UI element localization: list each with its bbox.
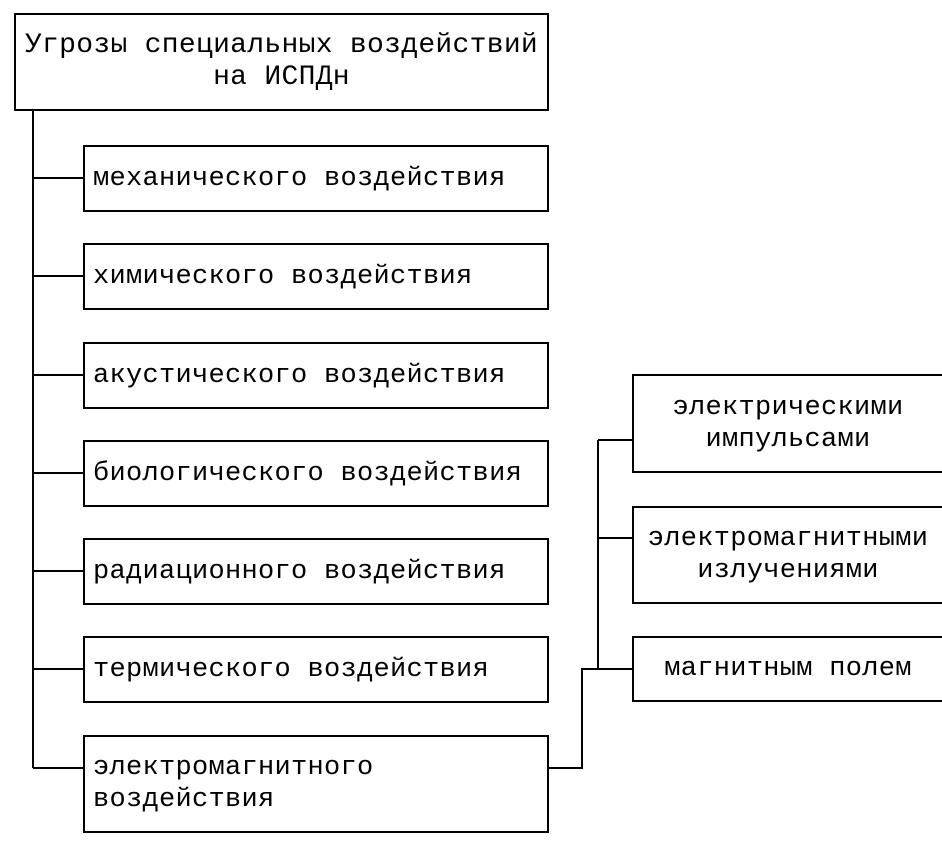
sub-box-magnetic-field: магнитным полем [632,636,942,702]
root-box: Угрозы специальных воздействий на ИСПДн [14,13,549,111]
child-box-electromagnetic: электромагнитного воздействия [83,735,549,833]
child-box-biological: биологического воздействия [83,440,549,507]
child-box-thermal: термического воздействия [83,636,549,703]
child-box-acoustic: акустического воздействия [83,342,549,409]
child-box-radiation: радиационного воздействия [83,538,549,605]
sub-box-electromagnetic-radiation: электромагнитными излучениями [632,506,942,604]
child-box-mechanical: механического воздействия [83,145,549,212]
child-box-chemical: химического воздействия [83,243,549,310]
sub-box-electric-impulses: электрическими импульсами [632,374,942,473]
sub-connector-line [549,668,598,769]
